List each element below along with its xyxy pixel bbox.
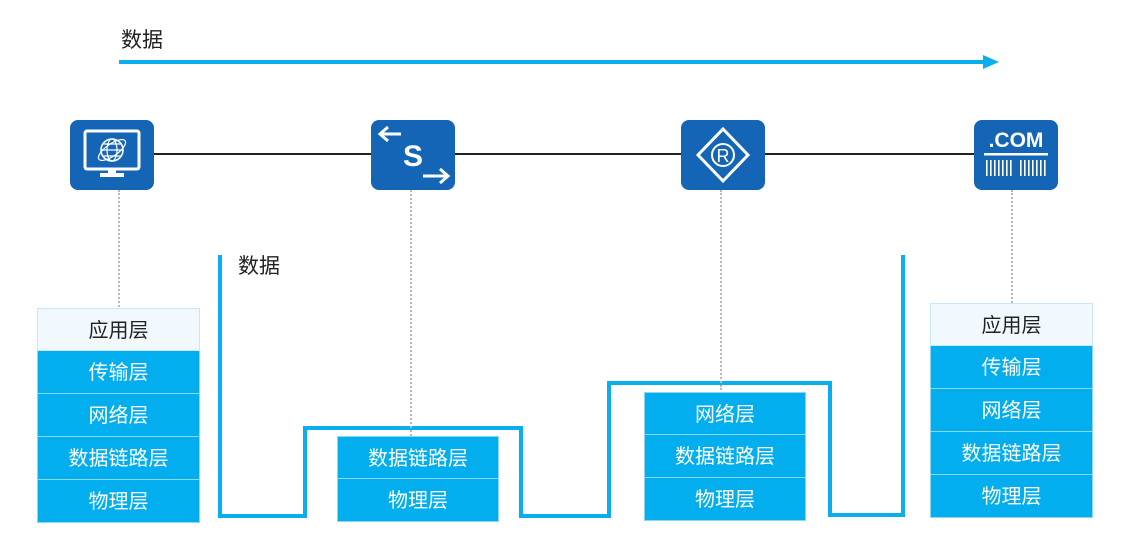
- server-guide-line: [1011, 190, 1013, 306]
- router-icon: R: [695, 126, 751, 184]
- switch-icon: S: [377, 125, 451, 185]
- data-path-label: 数据: [238, 254, 280, 278]
- host-right-stack: 应用层 传输层 网络层 数据链路层 物理层: [930, 303, 1093, 518]
- svg-text:R: R: [717, 146, 730, 166]
- svg-text:S: S: [403, 140, 423, 173]
- switch-device[interactable]: S: [371, 120, 455, 190]
- top-flow-arrow-head: [983, 55, 999, 69]
- router-device[interactable]: R: [681, 120, 765, 190]
- layer-transport: 传输层: [37, 351, 200, 394]
- layer-network: 网络层: [37, 394, 200, 437]
- layer-application: 应用层: [930, 303, 1093, 346]
- pc-guide-line: [118, 190, 120, 310]
- svg-text:.COM: .COM: [989, 129, 1044, 152]
- layer-datalink: 数据链路层: [644, 435, 806, 478]
- pc-device[interactable]: [70, 120, 154, 190]
- router-stack: 网络层 数据链路层 物理层: [644, 392, 806, 521]
- layer-physical: 物理层: [930, 475, 1093, 518]
- layer-physical: 物理层: [644, 478, 806, 521]
- layer-transport: 传输层: [930, 346, 1093, 389]
- layer-datalink: 数据链路层: [337, 436, 499, 479]
- layer-application: 应用层: [37, 308, 200, 351]
- layer-network: 网络层: [644, 392, 806, 435]
- layer-physical: 物理层: [337, 479, 499, 522]
- server-com-icon: .COM: [984, 129, 1048, 176]
- router-guide-line: [720, 190, 722, 390]
- data-path-line: [218, 255, 905, 518]
- layer-datalink: 数据链路层: [37, 437, 200, 480]
- switch-stack: 数据链路层 物理层: [337, 436, 499, 522]
- layer-physical: 物理层: [37, 480, 200, 523]
- computer-globe-icon: [83, 129, 141, 177]
- layer-network: 网络层: [930, 389, 1093, 432]
- server-device[interactable]: .COM: [974, 120, 1058, 190]
- host-left-stack: 应用层 传输层 网络层 数据链路层 物理层: [37, 308, 200, 523]
- layer-datalink: 数据链路层: [930, 432, 1093, 475]
- switch-guide-line: [410, 190, 412, 440]
- top-flow-label: 数据: [121, 28, 163, 52]
